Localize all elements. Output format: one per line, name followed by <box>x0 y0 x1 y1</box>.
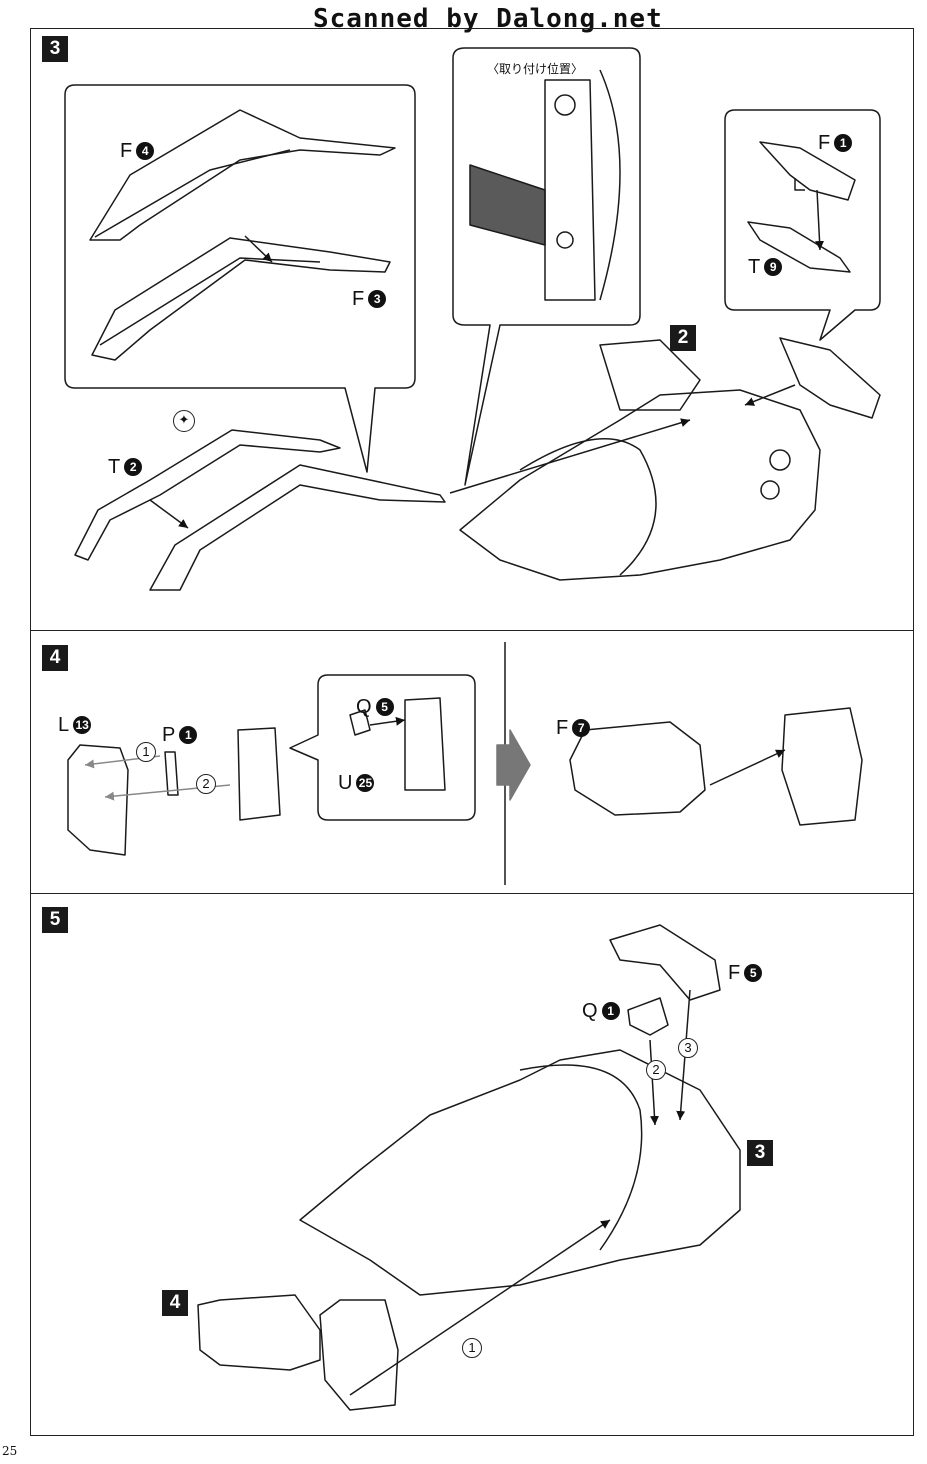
mount-position-title: 〈取り付け位置〉 <box>487 62 584 76</box>
ref-step-3-badge: 3 <box>747 1140 773 1166</box>
u25-part-shape <box>349 709 371 736</box>
ref-step-2-badge: 2 <box>670 325 696 351</box>
order-mark-1: 1 <box>462 1338 482 1358</box>
ref-step-4-badge: 4 <box>162 1290 188 1316</box>
order-mark-2: 2 <box>646 1060 666 1080</box>
order-mark-1: 1 <box>136 742 156 762</box>
f5-part-shape <box>609 924 721 1001</box>
t2-part-shape <box>74 429 341 561</box>
q5-assembly-shape <box>237 727 281 821</box>
main-body-step3 <box>459 389 821 581</box>
order-mark-3: 3 <box>678 1038 698 1058</box>
p1-part-shape <box>164 751 179 796</box>
mount-detail-shape <box>544 79 596 301</box>
step-5-badge: 5 <box>42 907 68 933</box>
step5-frame <box>30 893 914 1436</box>
main-body-step5 <box>299 1049 741 1296</box>
f3-part-shape <box>91 237 391 361</box>
t9-part-shape <box>747 221 851 273</box>
watermark-text: Scanned by Dalong.net <box>313 4 663 34</box>
warning-icon: ✦ <box>173 410 195 432</box>
f7-part-shape <box>569 721 706 816</box>
step4-assembly-in-step5 <box>197 1294 321 1371</box>
f1-part-shape <box>759 141 856 201</box>
l13-part-shape <box>67 744 129 856</box>
q5-part-shape <box>404 697 446 791</box>
l13-assembled-shape <box>781 707 863 826</box>
step-3-badge: 3 <box>42 36 68 62</box>
page-number: 25 <box>2 1444 18 1458</box>
f1-part-mounted <box>779 337 881 419</box>
q1-part-shape <box>627 997 669 1036</box>
order-mark-2: 2 <box>196 774 216 794</box>
f4-part-shape <box>89 109 396 241</box>
step-4-badge: 4 <box>42 645 68 671</box>
